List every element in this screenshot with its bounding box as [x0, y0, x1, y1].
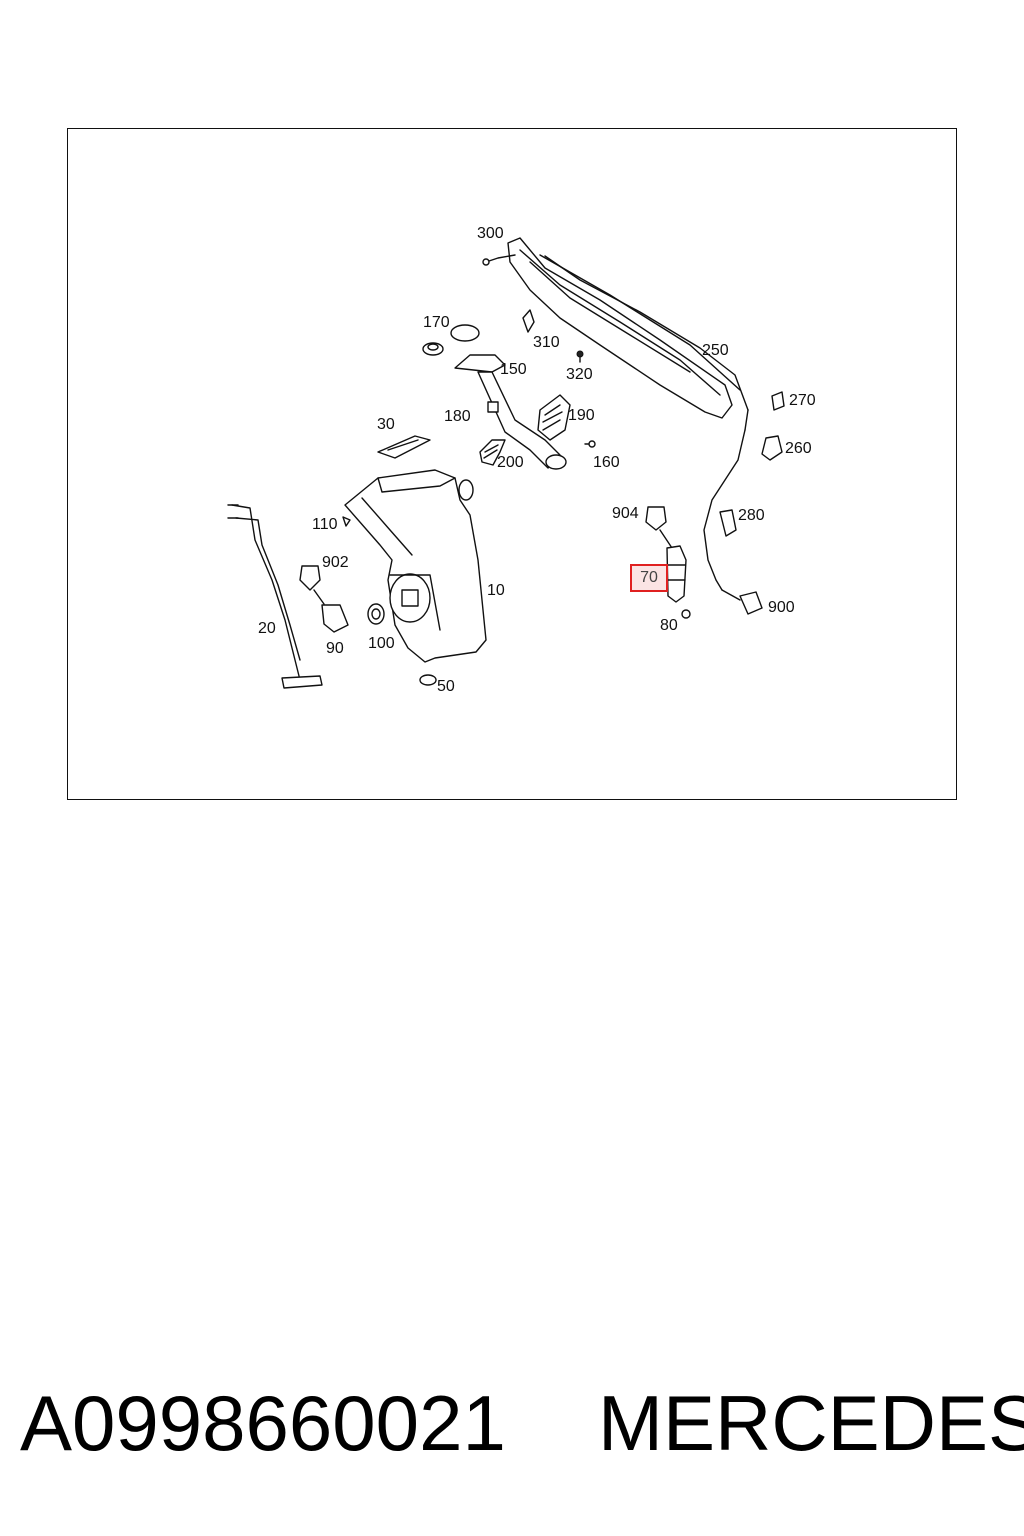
- highlighted-callout-70[interactable]: 70: [630, 564, 668, 592]
- callout-250: 250: [702, 342, 729, 359]
- callout-902: 902: [322, 554, 349, 571]
- part-320-screw: [576, 350, 584, 363]
- callout-320: 320: [566, 366, 593, 383]
- part-180-clip: [487, 401, 499, 413]
- callout-10: 10: [487, 582, 505, 599]
- callout-270: 270: [789, 392, 816, 409]
- callout-70: 70: [640, 569, 658, 586]
- callout-310: 310: [533, 334, 560, 351]
- part-30-seal: [377, 435, 431, 459]
- part-150-filler-neck: [454, 354, 567, 470]
- callout-50: 50: [437, 678, 455, 695]
- part-902-connector: [299, 565, 325, 605]
- part-900-connector: [739, 591, 763, 615]
- callout-20: 20: [258, 620, 276, 637]
- callout-80: 80: [660, 617, 678, 634]
- part-70-washer-pump: [666, 545, 687, 603]
- part-80-screw: [681, 609, 691, 619]
- callout-900: 900: [768, 599, 795, 616]
- callout-30: 30: [377, 416, 395, 433]
- part-260-bracket: [761, 435, 783, 461]
- part-270-clip: [771, 391, 785, 411]
- callout-170: 170: [423, 314, 450, 331]
- callout-190: 190: [568, 407, 595, 424]
- brand-name: MERCEDES: [598, 1379, 1024, 1467]
- part-50-plug: [419, 674, 437, 686]
- callout-110: 110: [312, 516, 338, 533]
- part-280-nozzle: [719, 509, 737, 537]
- part-number: A0998660021: [20, 1379, 506, 1467]
- diagram-frame: [67, 128, 957, 800]
- callout-260: 260: [785, 440, 812, 457]
- part-250-hose: [703, 429, 746, 601]
- part-300-cowl-frame: [482, 237, 749, 431]
- part-310-clip: [522, 309, 535, 333]
- callout-904: 904: [612, 505, 639, 522]
- part-10-reservoir: [344, 469, 487, 663]
- part-160-screw: [584, 440, 596, 448]
- callout-200: 200: [497, 454, 524, 471]
- part-110-clip: [342, 516, 351, 527]
- callout-180: 180: [444, 408, 471, 425]
- callout-160: 160: [593, 454, 620, 471]
- callout-100: 100: [368, 635, 395, 652]
- callout-90: 90: [326, 640, 344, 657]
- callout-150: 150: [500, 361, 527, 378]
- callout-300: 300: [477, 225, 504, 242]
- part-904-connector: [645, 506, 673, 549]
- part-190-shield: [537, 394, 571, 441]
- part-90-pump: [321, 604, 349, 633]
- callout-280: 280: [738, 507, 765, 524]
- part-170-cap: [422, 324, 480, 356]
- part-20-hose: [227, 504, 323, 689]
- part-100-grommet: [367, 603, 385, 625]
- part-200-shield: [479, 439, 506, 466]
